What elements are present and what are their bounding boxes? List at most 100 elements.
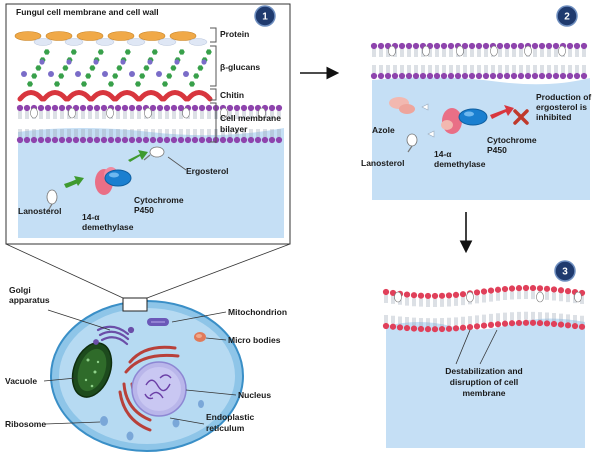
glucan-unit: [89, 65, 96, 71]
glucan-unit: [108, 81, 114, 87]
chitin-fiber: [89, 90, 117, 102]
lipid-head: [100, 136, 108, 144]
lipid-head: [447, 42, 455, 50]
lipid-head: [564, 322, 572, 329]
lipid-head: [79, 104, 87, 112]
lipid-head: [44, 136, 52, 144]
zoom-lines: [5, 243, 291, 299]
glucan-unit: [112, 73, 119, 79]
green-arrow-shape-2: [128, 150, 148, 162]
ergosterol-in-membrane: [536, 291, 544, 303]
chitin-fiber: [17, 90, 45, 102]
lipid-head: [275, 104, 283, 112]
glucan-unit: [124, 49, 131, 55]
label-result-a: Production of: [536, 92, 591, 102]
protein-unit: [169, 31, 197, 41]
glucan-branch: [48, 71, 54, 77]
zoom-box: [122, 297, 148, 312]
label-lanosterol-1: Lanosterol: [18, 206, 61, 216]
lipid-head: [461, 42, 469, 50]
label-golgi-a: Golgi: [9, 285, 31, 295]
lipid-head: [496, 72, 504, 80]
glucan-branch: [75, 71, 81, 77]
glucan-branch: [156, 71, 162, 77]
lipid-head: [191, 136, 199, 144]
label-er-a: Endoplastic: [206, 412, 254, 422]
ergosterol-in-membrane: [422, 45, 430, 57]
lipid-head: [538, 42, 546, 50]
lipid-head: [573, 72, 581, 80]
label-golgi-b: apparatus: [9, 295, 50, 305]
lipid-head: [377, 42, 385, 50]
glucan-branch: [120, 59, 126, 65]
lipid-head: [163, 104, 171, 112]
lipid-head: [226, 136, 234, 144]
lipid-head: [454, 72, 462, 80]
protein-unit: [138, 31, 166, 41]
chitin-fiber: [161, 90, 189, 102]
glucan-unit: [166, 73, 173, 79]
lipid-head: [545, 72, 553, 80]
glucan-unit: [178, 49, 185, 55]
ergosterol-in-membrane: [388, 45, 396, 57]
lipid-head: [515, 319, 523, 327]
lipid-head: [480, 288, 488, 295]
lipid-head: [121, 136, 129, 144]
label-cyp-2b: P450: [487, 145, 507, 155]
lipid-head: [550, 286, 558, 293]
lipid-head: [233, 104, 241, 112]
lipid-head: [114, 104, 122, 112]
membrane-damaged: [382, 284, 586, 333]
lipid-head: [142, 136, 150, 144]
lipid-head: [440, 42, 448, 50]
lipid-head: [398, 42, 406, 50]
label-cell-membrane: Cell membrane: [220, 113, 281, 123]
glucan-unit: [81, 81, 87, 87]
protein-unit: [76, 31, 104, 41]
lipid-head: [79, 136, 87, 144]
membrane-bilayer-1: [16, 104, 283, 144]
glucan-unit: [205, 49, 212, 55]
lipid-head: [510, 72, 518, 80]
lipid-head: [23, 136, 31, 144]
glucan-unit: [54, 81, 60, 87]
lipid-head: [473, 323, 481, 330]
lipid-head: [370, 72, 378, 80]
step-number-3: 3: [562, 267, 568, 278]
lipid-head: [440, 72, 448, 80]
glucan-branch: [201, 59, 207, 65]
green-arrow-shape-1: [64, 176, 84, 188]
lipid-head: [459, 324, 467, 331]
panel-1-title: Fungul cell membrane and cell wall: [16, 7, 159, 17]
ergosterol-in-membrane: [574, 291, 582, 303]
label-cyp-2a: Cytochrome: [487, 135, 537, 145]
lipid-head: [412, 42, 420, 50]
ergosterol-in-membrane: [144, 107, 152, 119]
lipid-head: [135, 136, 143, 144]
label-beta-glucans: β-glucans: [220, 62, 260, 72]
lipid-head: [156, 104, 164, 112]
ergosterol-in-membrane: [456, 45, 464, 57]
ergosterol-in-membrane: [558, 45, 566, 57]
label-ribosome: Ribosome: [5, 419, 46, 429]
lipid-head: [482, 42, 490, 50]
lipid-head: [536, 285, 544, 292]
ergosterol-in-membrane: [394, 291, 402, 303]
lipid-head: [571, 322, 579, 330]
lipid-head: [543, 285, 551, 292]
lipid-head: [403, 291, 411, 298]
lipid-head: [431, 292, 439, 300]
lanosterol-molecule-1: [46, 189, 58, 212]
micro-bodies-organelle: [194, 332, 206, 342]
lipid-head: [466, 323, 474, 331]
label-vacuole: Vacuole: [5, 376, 37, 386]
ergosterol-in-membrane: [182, 107, 190, 119]
lipid-head: [149, 104, 157, 112]
glucan-unit: [70, 49, 77, 55]
lipid-head: [93, 104, 101, 112]
ergosterol-leader-1: [167, 156, 187, 171]
glucan-unit: [189, 81, 195, 87]
lipid-head: [184, 136, 192, 144]
lipid-head: [578, 323, 586, 330]
lipid-head: [459, 291, 467, 298]
